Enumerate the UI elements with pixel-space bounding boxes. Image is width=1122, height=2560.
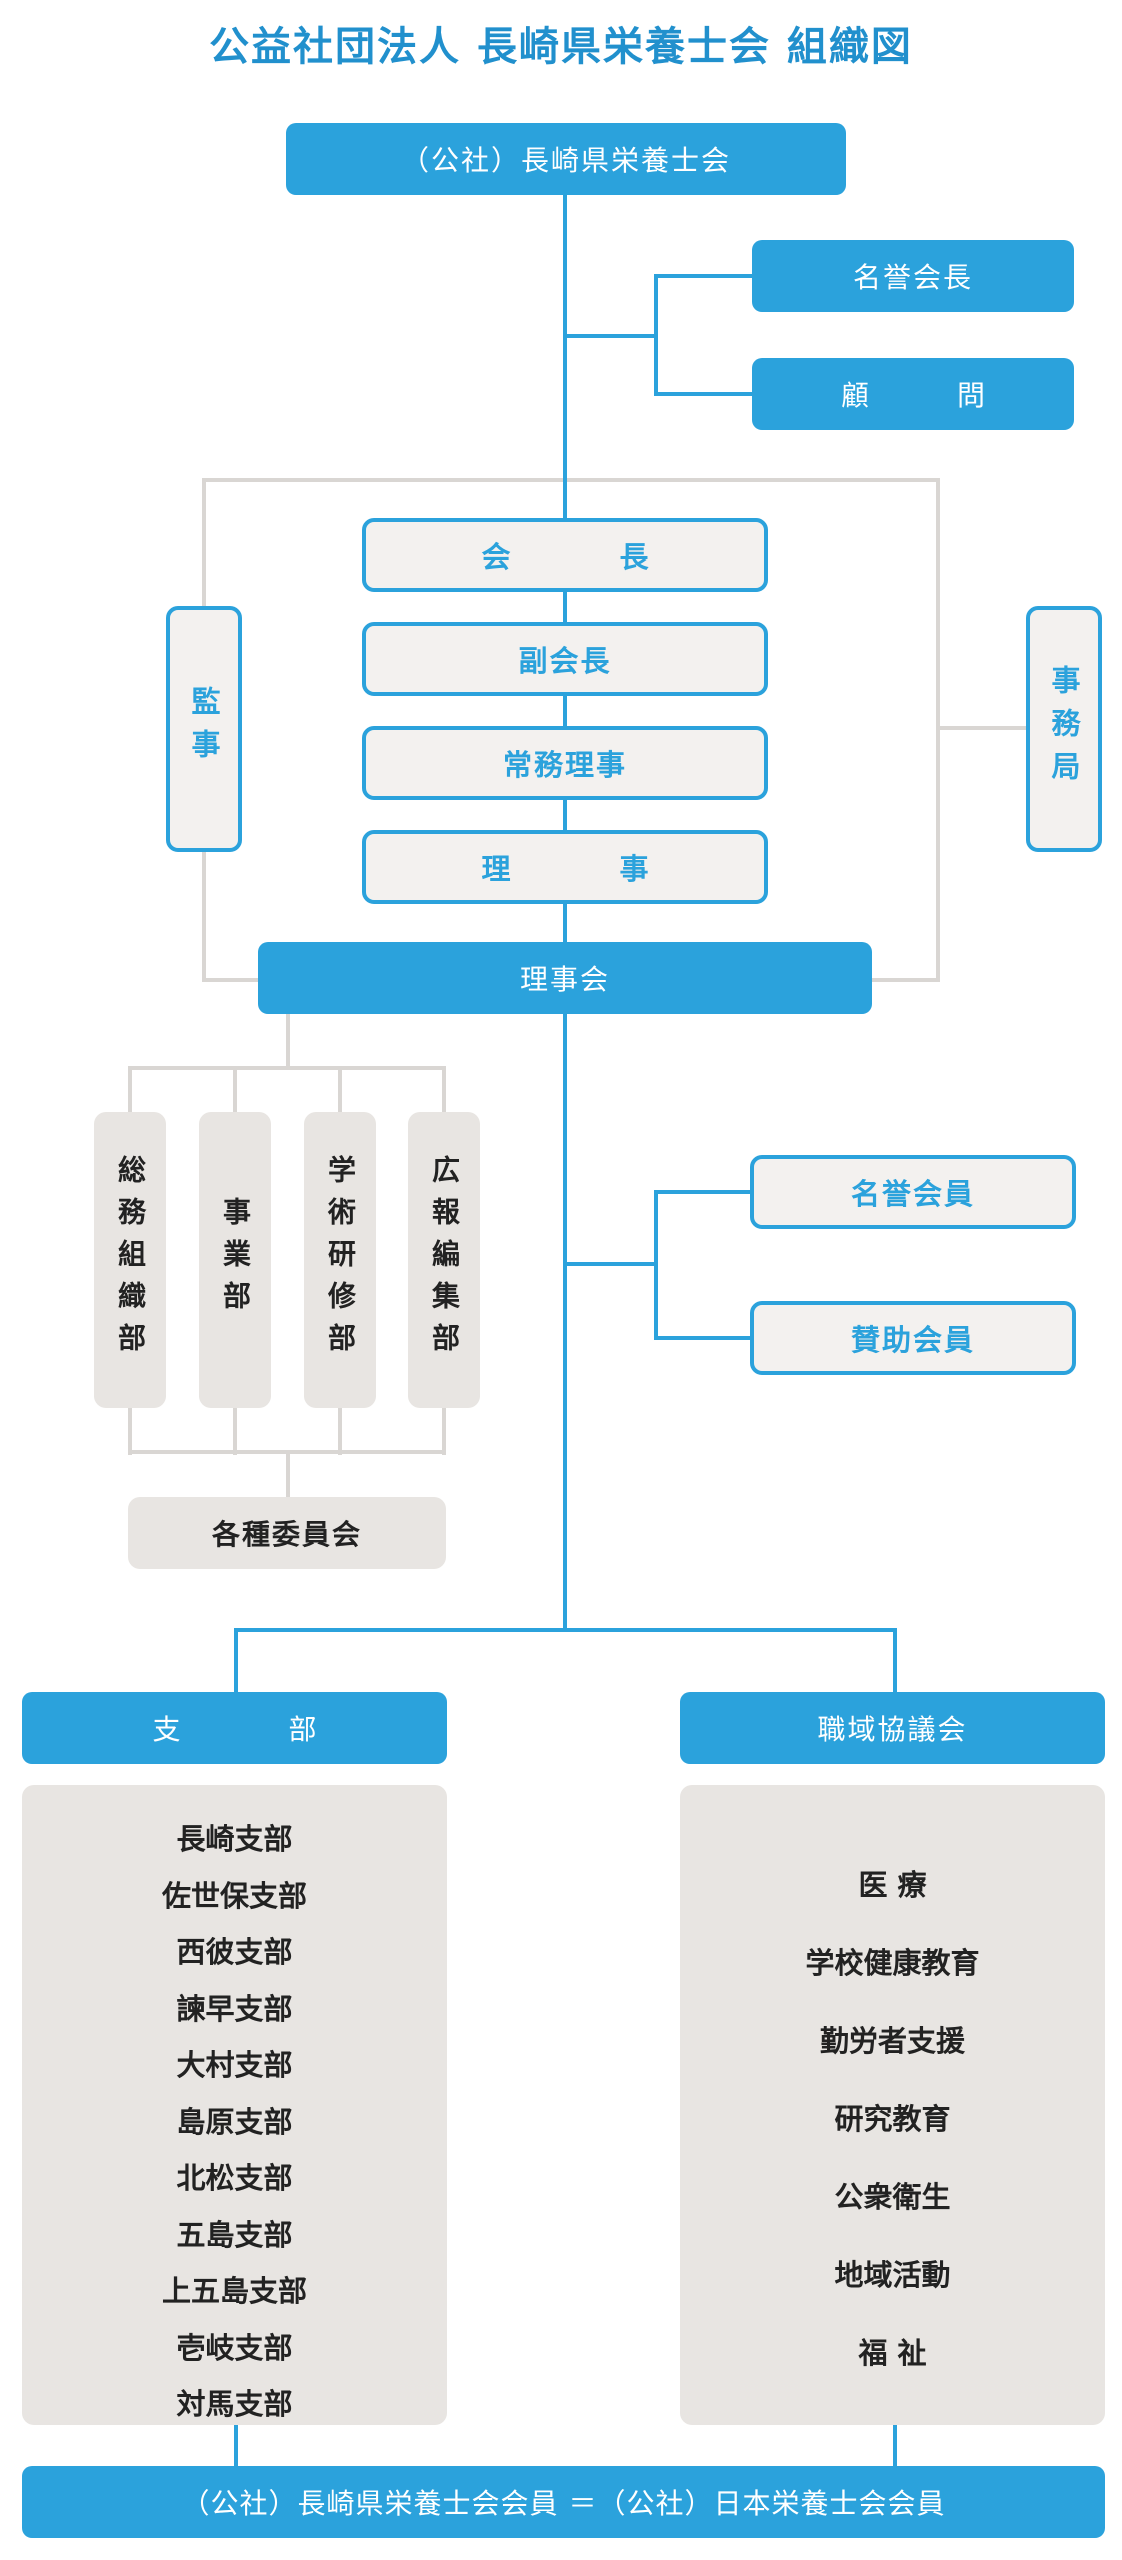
- top-organization-box: （公社）長崎県栄養士会: [286, 123, 846, 195]
- councils-list: 医 療 学校健康教育 勤労者支援 研究教育 公衆衛生 地域活動 福 祉: [680, 1862, 1105, 2372]
- council-item: 勤労者支援: [819, 2024, 965, 2058]
- council-item: 福 祉: [858, 2336, 927, 2370]
- branch-item: 上五島支部: [161, 2274, 307, 2308]
- branches-panel: [22, 1785, 447, 2425]
- council-item: 公衆衛生: [834, 2180, 951, 2214]
- branch-item: 西彼支部: [176, 1935, 293, 1969]
- branch-item: 大村支部: [176, 2048, 293, 2082]
- council-item: 学校健康教育: [805, 1946, 980, 1980]
- supporting-member-box: 賛助会員: [750, 1301, 1076, 1375]
- dept-publicity: 広報編集部: [408, 1112, 480, 1408]
- advisor-box: 顧 問: [752, 358, 1074, 430]
- officer-frame-line: [202, 478, 940, 982]
- board-box: 理事会: [258, 942, 872, 1014]
- president-box: 会 長: [362, 518, 768, 592]
- executive-director-box: 常務理事: [362, 726, 768, 800]
- honorary-president-box: 名誉会長: [752, 240, 1074, 312]
- branch-item: 佐世保支部: [161, 1878, 307, 1913]
- branches-list: 長崎支部 佐世保支部 西彼支部 諫早支部 大村支部 島原支部 北松支部 五島支部…: [22, 1816, 447, 2423]
- branch-item: 対馬支部: [176, 2387, 293, 2421]
- dept-academic-training: 学術研修部: [304, 1112, 376, 1408]
- top-bracket: [654, 274, 752, 396]
- member-bracket: [654, 1190, 752, 1340]
- councils-header: 職域協議会: [680, 1692, 1105, 1764]
- council-item: 医 療: [858, 1868, 927, 1902]
- vice-president-box: 副会長: [362, 622, 768, 696]
- branch-item: 諫早支部: [176, 1991, 293, 2026]
- council-item: 研究教育: [834, 2102, 951, 2136]
- branch-item: 長崎支部: [176, 1822, 293, 1856]
- honorary-member-box: 名誉会員: [750, 1155, 1076, 1229]
- director-box: 理 事: [362, 830, 768, 904]
- branch-item: 北松支部: [176, 2161, 293, 2195]
- committees-box: 各種委員会: [128, 1497, 446, 1569]
- branch-item: 島原支部: [176, 2104, 293, 2139]
- branch-item: 五島支部: [176, 2217, 293, 2252]
- dept-projects: 事業部: [199, 1112, 271, 1408]
- branch-item: 壱岐支部: [176, 2330, 293, 2365]
- bottom-split: [234, 1628, 897, 1692]
- branches-header: 支 部: [22, 1692, 447, 1764]
- councils-panel: [680, 1785, 1105, 2425]
- council-item: 地域活動: [834, 2258, 951, 2292]
- membership-footer: （公社）長崎県栄養士会会員 ＝（公社）日本栄養士会会員: [22, 2466, 1105, 2538]
- page-title: 公益社団法人 長崎県栄養士会 組織図: [209, 24, 913, 70]
- dept-general-affairs: 総務組織部: [94, 1112, 166, 1408]
- secretariat-box: 事務局: [1026, 606, 1102, 852]
- auditor-box: 監事: [166, 606, 242, 852]
